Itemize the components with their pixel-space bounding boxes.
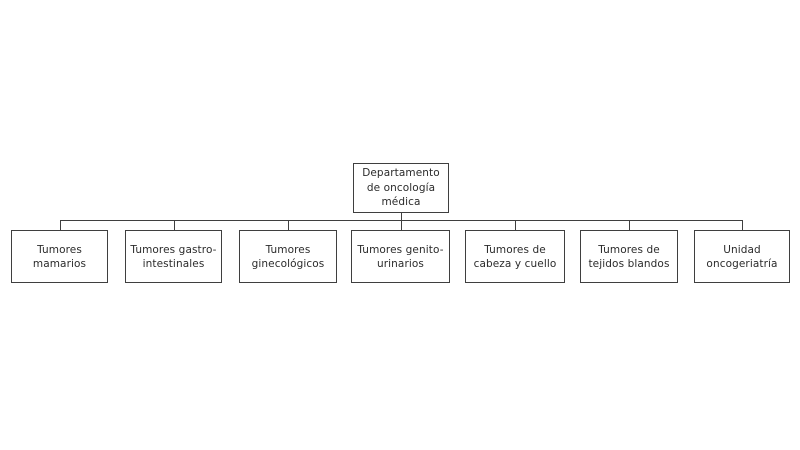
org-node-child-5-label: Tumores de cabeza y cuello	[473, 243, 557, 270]
org-node-child-3[interactable]: Tumores ginecológicos	[239, 230, 337, 283]
connector-drop-3	[288, 220, 289, 231]
connector-drop-4	[401, 220, 402, 231]
connector-drop-1	[60, 220, 61, 231]
org-node-child-6[interactable]: Tumores de tejidos blandos	[580, 230, 678, 283]
org-node-child-2[interactable]: Tumores gastro- intestinales	[125, 230, 222, 283]
org-node-child-1-label: Tumores mamarios	[32, 243, 87, 270]
connector-drop-7	[742, 220, 743, 231]
org-node-child-1[interactable]: Tumores mamarios	[11, 230, 108, 283]
connector-root-stem	[401, 213, 402, 221]
org-node-root[interactable]: Departamento de oncología médica	[353, 163, 449, 213]
connector-drop-6	[629, 220, 630, 231]
connector-drop-2	[174, 220, 175, 231]
org-node-child-2-label: Tumores gastro- intestinales	[130, 243, 217, 270]
org-node-child-3-label: Tumores ginecológicos	[251, 243, 325, 270]
org-node-child-7[interactable]: Unidad oncogeriatría	[694, 230, 790, 283]
org-node-child-4-label: Tumores genito- urinarios	[357, 243, 444, 270]
org-node-child-7-label: Unidad oncogeriatría	[706, 243, 778, 270]
org-node-root-label: Departamento de oncología médica	[362, 167, 440, 209]
connector-drop-5	[515, 220, 516, 231]
org-node-child-5[interactable]: Tumores de cabeza y cuello	[465, 230, 565, 283]
org-node-child-4[interactable]: Tumores genito- urinarios	[351, 230, 450, 283]
org-node-child-6-label: Tumores de tejidos blandos	[588, 243, 670, 270]
